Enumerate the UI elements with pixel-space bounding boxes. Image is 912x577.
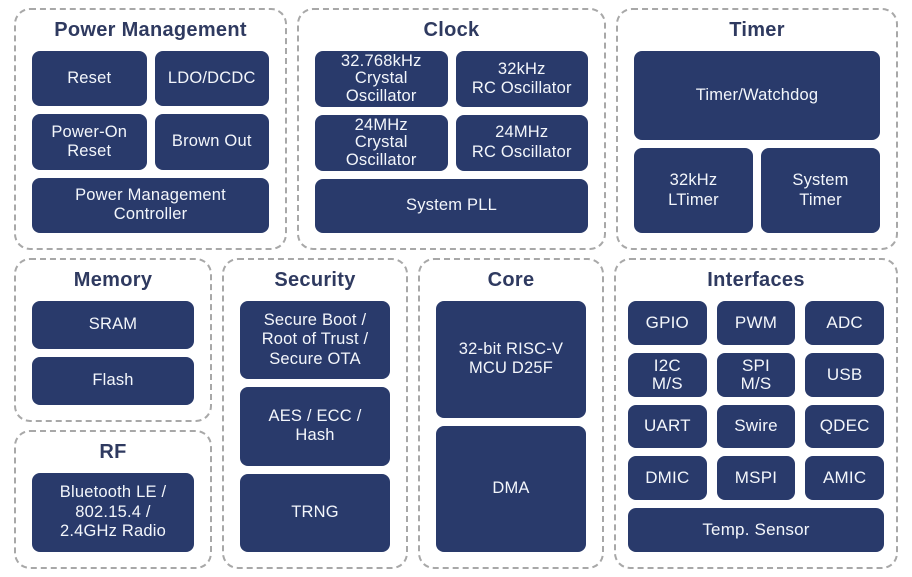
block-power-management-controller: Power Management Controller [32,177,269,233]
block-dma: DMA [436,425,586,552]
block-32khz-ltimer: 32kHz LTimer [634,148,753,233]
security-title: Security [274,269,356,291]
block-reset: Reset [32,51,147,107]
block-bluetooth-radio: Bluetooth LE / 802.15.4 / 2.4GHz Radio [32,473,194,552]
section-clock: Clock 32.768kHz Crystal Oscillator 32kHz… [297,8,606,250]
block-sram: SRAM [32,301,194,349]
bottom-row: Memory SRAM Flash RF Bluetooth LE / 802.… [14,258,898,569]
timer-blocks: Timer/Watchdog 32kHz LTimer System Timer [634,51,880,233]
section-security: Security Secure Boot / Root of Trust / S… [222,258,408,569]
memory-title: Memory [73,269,153,291]
block-32khz-rc-oscillator: 32kHz RC Oscillator [455,51,588,107]
block-qdec: QDEC [805,404,884,449]
block-amic: AMIC [805,456,884,501]
timer-title: Timer [729,19,785,41]
section-power-management: Power Management Reset LDO/DCDC Power-On… [14,8,287,250]
power-management-blocks: Reset LDO/DCDC Power-On Reset Brown Out … [32,51,269,233]
block-ldo-dcdc: LDO/DCDC [154,51,269,107]
section-memory: Memory SRAM Flash [14,258,212,422]
block-system-timer: System Timer [761,148,880,233]
section-rf: RF Bluetooth LE / 802.15.4 / 2.4GHz Radi… [14,430,212,569]
block-trng: TRNG [240,473,390,552]
power-management-title: Power Management [54,19,247,41]
rf-title: RF [99,441,127,463]
block-usb: USB [805,352,884,397]
clock-blocks: 32.768kHz Crystal Oscillator 32kHz RC Os… [315,51,588,233]
block-flash: Flash [32,357,194,405]
block-riscv-mcu-d25f: 32-bit RISC-V MCU D25F [436,301,586,418]
block-32-768khz-crystal-oscillator: 32.768kHz Crystal Oscillator [315,51,448,107]
security-blocks: Secure Boot / Root of Trust / Secure OTA… [240,301,390,552]
interfaces-title: Interfaces [707,269,805,291]
block-gpio: GPIO [628,301,707,345]
block-uart: UART [628,404,707,449]
block-24mhz-crystal-oscillator: 24MHz Crystal Oscillator [315,114,448,171]
memory-blocks: SRAM Flash [32,301,194,405]
top-row: Power Management Reset LDO/DCDC Power-On… [14,8,898,250]
block-brown-out: Brown Out [154,114,269,170]
block-dmic: DMIC [628,456,707,501]
core-blocks: 32-bit RISC-V MCU D25F DMA [436,301,586,552]
interfaces-blocks: GPIO PWM ADC I2C M/S SPI M/S USB UART Sw… [628,301,884,552]
section-timer: Timer Timer/Watchdog 32kHz LTimer System… [616,8,898,250]
section-core: Core 32-bit RISC-V MCU D25F DMA [418,258,604,569]
block-pwm: PWM [716,301,796,345]
section-interfaces: Interfaces GPIO PWM ADC I2C M/S SPI M/S … [614,258,898,569]
rf-blocks: Bluetooth LE / 802.15.4 / 2.4GHz Radio [32,473,194,552]
block-mspi: MSPI [716,456,796,501]
block-aes-ecc-hash: AES / ECC / Hash [240,387,390,466]
block-power-on-reset: Power-On Reset [32,114,147,170]
block-timer-watchdog: Timer/Watchdog [634,51,880,141]
clock-title: Clock [423,19,480,41]
core-title: Core [487,269,535,291]
block-secure-boot-root-of-trust: Secure Boot / Root of Trust / Secure OTA [240,301,390,380]
block-i2c-ms: I2C M/S [628,352,707,397]
memory-rf-column: Memory SRAM Flash RF Bluetooth LE / 802.… [14,258,212,569]
block-spi-ms: SPI M/S [716,352,796,397]
block-adc: ADC [805,301,884,345]
block-24mhz-rc-oscillator: 24MHz RC Oscillator [455,114,588,171]
block-swire: Swire [716,404,796,449]
block-temp-sensor: Temp. Sensor [628,508,884,552]
block-system-pll: System PLL [315,178,588,233]
